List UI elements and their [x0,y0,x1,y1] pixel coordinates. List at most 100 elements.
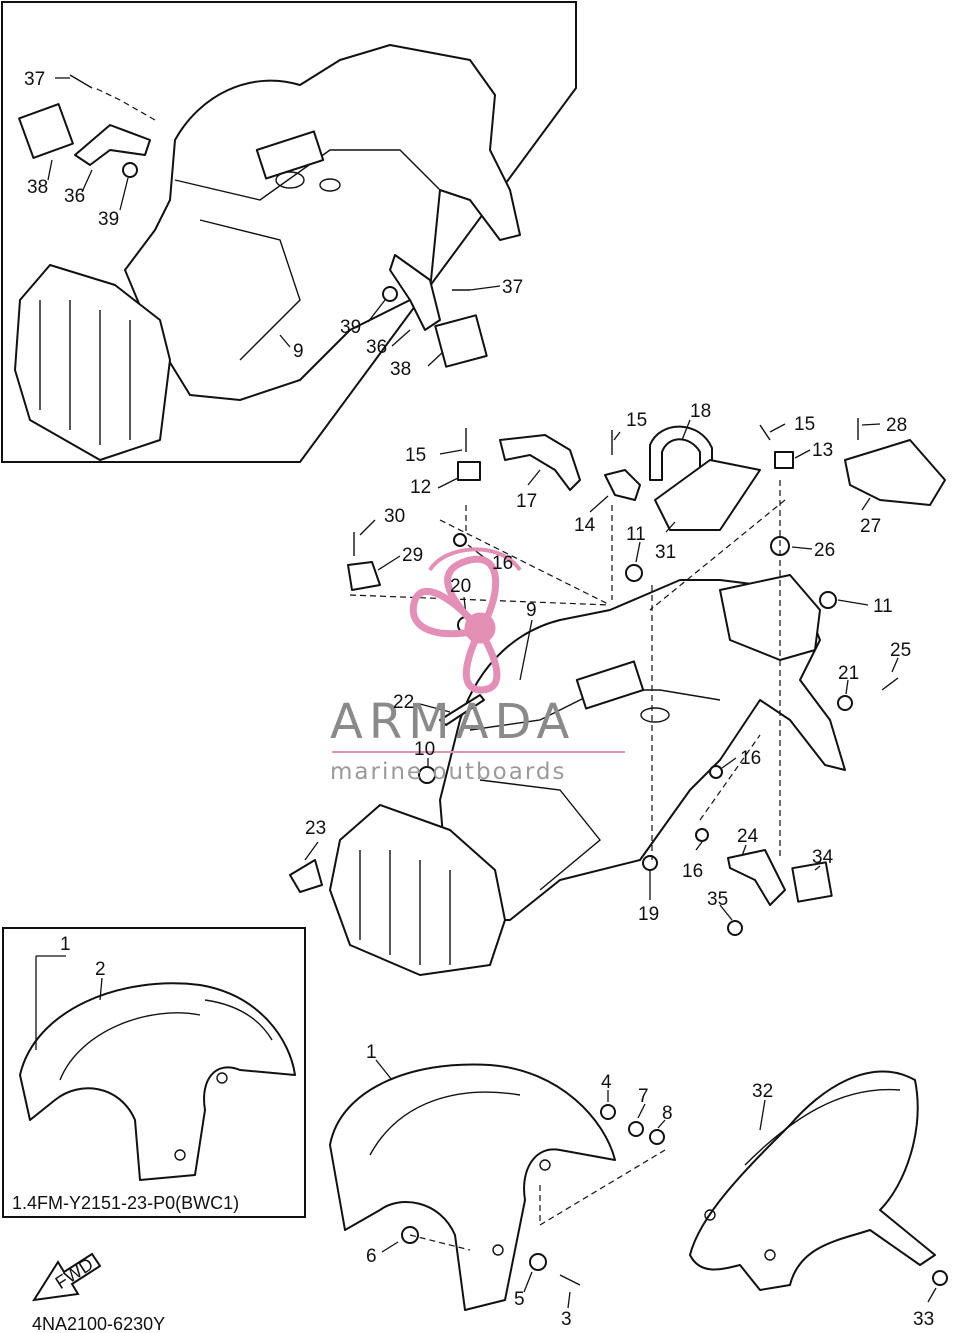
callout-35: 35 [707,889,728,910]
bolt-11-a [625,564,643,582]
collar-5 [529,1253,547,1271]
callout-15-c: 15 [794,414,815,435]
callout-18: 18 [690,401,711,422]
reflector-34 [791,861,833,903]
callout-25: 25 [890,640,911,661]
callout-16-b: 16 [740,748,761,769]
callout-9-a: 9 [293,341,304,362]
reflector-38b-inset [434,314,488,368]
callout-14: 14 [574,515,596,536]
clip-13 [774,451,794,469]
callout-6: 6 [366,1246,377,1267]
screw-37-inset [69,74,93,89]
screw-33 [932,1270,948,1286]
callout-13: 13 [812,440,833,461]
inset-frame [1,1,577,463]
watermark-tagline: marine outboards [330,759,566,785]
callout-22: 22 [393,692,414,713]
watermark: ARMADA marine outboards [330,547,625,785]
bracket-14 [604,469,641,501]
callout-20: 20 [450,576,471,597]
callout-10: 10 [414,739,435,760]
tail-bracket-drawing-main [719,574,821,661]
bolt-3 [559,1274,581,1286]
nut-8 [649,1129,665,1145]
callout-4: 4 [601,1072,612,1093]
inset-front-fender-alt [2,927,306,1218]
callout-12: 12 [410,477,431,498]
bolt-15-c [759,424,771,441]
rear-fender-drawing-main [439,579,846,921]
callout-7: 7 [638,1086,649,1107]
callout-31: 31 [655,542,676,563]
fwd-arrow-icon: FWD [32,1252,102,1302]
grommet-16-a [453,533,467,547]
front-fender-drawing-inset [19,982,296,1181]
bolt-7 [628,1121,644,1137]
callout-39-b: 39 [340,317,361,338]
callout-21: 21 [838,663,859,684]
clamp-29 [347,561,381,591]
callout-labels: 37 38 36 39 37 39 36 38 9 15 12 17 15 18… [24,69,934,1330]
callout-2: 2 [95,959,106,980]
callout-8: 8 [662,1103,673,1124]
document-code: 4NA2100-6230Y [32,1314,165,1333]
callout-32: 32 [752,1081,773,1102]
battery-box-drawing-main [329,804,506,976]
watermark-brand: ARMADA [330,694,575,750]
reflector-38-inset [18,103,74,159]
bolt-4 [600,1104,616,1120]
nut-39b-inset [382,286,398,302]
rear-hugger-drawing [689,1070,936,1291]
inset-frame-lower [2,927,306,1218]
callout-11-b: 11 [873,596,893,617]
callout-24: 24 [737,826,759,847]
callout-37-b: 37 [502,277,523,298]
clip-23 [289,859,323,893]
stay-17 [499,434,581,491]
propeller-logo-icon [409,547,522,694]
callout-38-b: 38 [390,359,411,380]
callout-36-b: 36 [366,337,387,358]
callout-15-a: 15 [405,445,426,466]
callout-19: 19 [638,904,659,925]
callout-29: 29 [402,545,423,566]
clip-12 [457,461,481,481]
callout-17: 17 [516,491,537,512]
callout-30: 30 [384,506,405,527]
seal-22 [439,694,485,726]
callout-33: 33 [913,1309,934,1330]
bolt-11-b [819,591,837,609]
callout-5: 5 [514,1289,525,1310]
callout-1-b: 1 [366,1042,377,1063]
callout-37-a: 37 [24,69,45,90]
lower-row-parts [329,1059,948,1311]
callout-11-a: 11 [626,524,646,545]
callout-34: 34 [812,847,834,868]
bracket-36-inset [74,124,151,166]
tail-piece-27 [844,439,946,506]
nut-39-inset [122,162,138,178]
callout-26: 26 [814,540,835,561]
rear-fender-drawing-inset [124,44,521,401]
bracket-24 [727,849,786,906]
front-fender-drawing-main [329,1063,616,1311]
nut-21 [837,695,853,711]
cover-31 [654,459,761,531]
callout-9-b: 9 [526,600,537,621]
bracket-36b-inset [389,254,441,331]
battery-box-drawing-inset [14,264,171,461]
nut-19 [642,855,658,871]
grommet-16-c [695,828,709,842]
callout-1-a: 1 [60,934,71,955]
callout-28: 28 [886,415,907,436]
callout-3: 3 [561,1309,572,1330]
callout-36-a: 36 [64,186,85,207]
inset-alt-rear-fender [1,1,577,463]
callout-39-a: 39 [98,209,119,230]
grommet-16-b [709,765,723,779]
callout-38-a: 38 [27,177,48,198]
main-exploded-view [289,418,946,976]
nut-35 [727,920,743,936]
